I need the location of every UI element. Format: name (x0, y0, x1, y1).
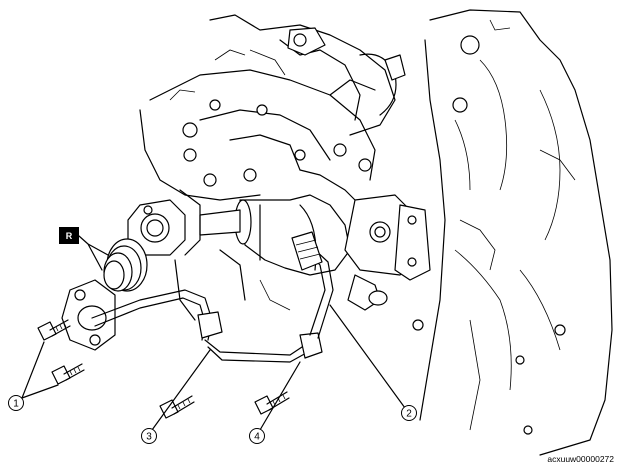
bolt-1b (51, 363, 85, 385)
callout-2: 2 (401, 405, 417, 421)
callout-4-label: 4 (254, 432, 260, 443)
leader-lines (21, 304, 406, 431)
callout-1-label: 1 (13, 399, 19, 410)
flange-and-seals (61, 199, 186, 351)
callout-4: 4 (249, 428, 265, 444)
bolt-1a (37, 319, 71, 341)
high-pressure-pump-assembly (139, 14, 406, 231)
figure-code: acxuuw00000272 (547, 454, 614, 464)
callout-2-label: 2 (406, 409, 412, 420)
water-outlet-body (174, 189, 431, 321)
fuel-pipe (91, 231, 334, 363)
callout-3-label: 3 (146, 432, 152, 443)
callout-3: 3 (141, 428, 157, 444)
seal-marker: R (59, 227, 109, 271)
callout-1: 1 (8, 395, 24, 411)
bolt-3 (159, 395, 195, 419)
seal-marker-label: R (66, 231, 73, 241)
engine-block (412, 9, 613, 456)
